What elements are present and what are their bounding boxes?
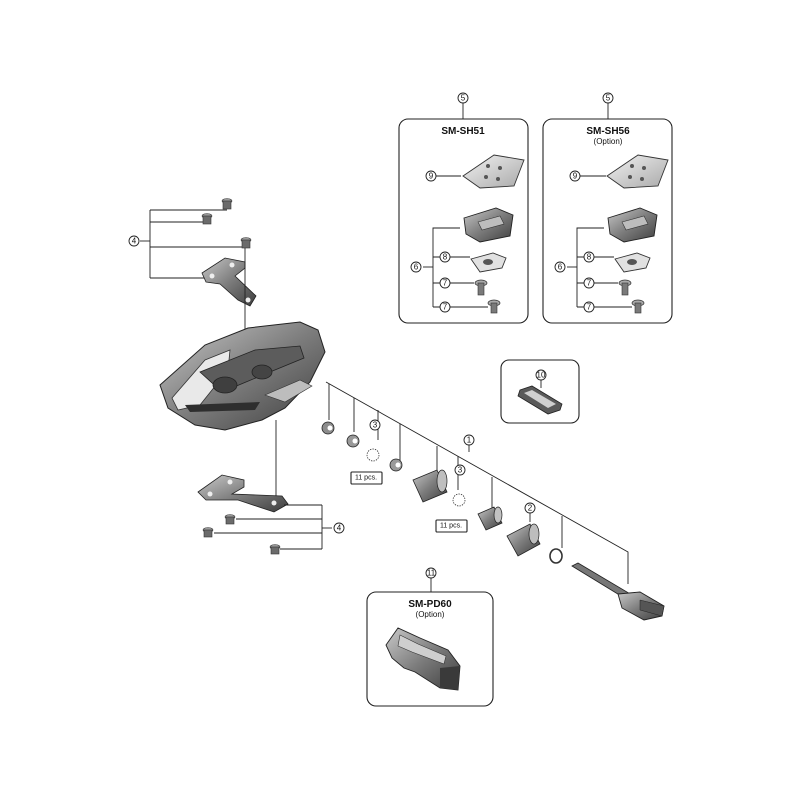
screw-bottom-3 (269, 544, 281, 555)
kit-sh56: 5 SM-SH56 (Option) 9 6 8 7 7 (542, 92, 673, 324)
reflector-hardware-top: 4 (128, 198, 257, 330)
screw-bottom-2 (202, 527, 214, 538)
callout-balls-1-label: 3 (373, 421, 378, 430)
bearing-cone (506, 523, 541, 557)
cleat-bolt-b (487, 299, 501, 314)
callout-hw-top-label: 4 (132, 237, 137, 246)
kit-pd60-title: SM-PD60 (408, 599, 452, 610)
balls-qty-1-frame (350, 471, 383, 485)
callout-kit-sh51-label: 5 (461, 94, 466, 103)
bearing-chain-part (517, 385, 563, 415)
cleat-bolt-a (474, 279, 488, 296)
callout-hw-bottom-label: 4 (337, 524, 342, 533)
callout-hw-top (128, 235, 140, 247)
cleat-plate-2 (606, 154, 669, 189)
cleat-bolt-c (618, 279, 632, 296)
callout-cleat (410, 261, 422, 273)
callout-nut-2-label: 8 (587, 253, 592, 262)
callout-bolt-a (439, 277, 451, 289)
kit-sh56-title: SM-SH56 (586, 126, 630, 137)
pedal-axle (571, 562, 665, 621)
balls-qty-2: 11 pcs. (440, 523, 462, 530)
callout-bolt-b-label: 7 (443, 303, 448, 312)
cleat-plate (462, 154, 525, 189)
screw-top-1 (221, 198, 233, 210)
callout-kit-sh56 (602, 92, 614, 104)
kit-sh51-title: SM-SH51 (441, 126, 485, 137)
callout-bolt-d-label: 7 (587, 303, 592, 312)
pedal-adapter-part (385, 627, 461, 691)
kit-sh56-subtitle: (Option) (594, 137, 623, 146)
callout-plate-2 (569, 170, 581, 182)
axle-washer-3 (389, 458, 403, 472)
callout-plate-label: 9 (429, 172, 434, 181)
kit-pd60-subtitle: (Option) (416, 610, 445, 619)
axle-o-ring (549, 548, 563, 564)
axle-washer-2 (346, 434, 360, 448)
callout-plate (425, 170, 437, 182)
callout-kit-10-label: 10 (537, 371, 546, 380)
screw-top-2 (201, 213, 213, 225)
callout-cone-label: 2 (528, 504, 533, 513)
kit-sh51: 5 SM-SH51 9 6 8 7 (398, 92, 529, 324)
pedal-body (159, 321, 326, 505)
callout-bolt-b (439, 301, 451, 313)
callout-bolt-d (583, 301, 595, 313)
steel-balls-2 (452, 493, 466, 507)
cleat-bolt-d (631, 299, 645, 314)
axle-washer-1 (321, 421, 335, 435)
callout-bolt-a-label: 7 (443, 279, 448, 288)
reflector-bracket-bottom (197, 474, 289, 513)
callout-balls-2-label: 3 (458, 466, 463, 475)
callout-nut (439, 251, 451, 263)
balls-qty-2-frame (435, 519, 468, 533)
callout-kit-sh51 (457, 92, 469, 104)
callout-cleat-label: 6 (414, 263, 419, 272)
reflector-hardware-bottom: 4 (197, 474, 345, 555)
screw-bottom-1 (224, 514, 236, 525)
axle-exploded-view: 1 3 3 2 11 pcs. 11 pcs. (321, 381, 665, 621)
callout-bolt-c-label: 7 (587, 279, 592, 288)
steel-balls-1 (366, 448, 380, 462)
reflector-bracket-top (201, 257, 257, 307)
axle-bushing (477, 506, 503, 531)
screw-top-3 (240, 237, 252, 249)
kit-10: 10 (500, 359, 580, 424)
callout-kit-sh56-label: 5 (606, 94, 611, 103)
axle-sleeve (412, 469, 448, 503)
callout-balls-2 (454, 464, 466, 476)
callout-cleat-2 (554, 261, 566, 273)
callout-hw-bottom (333, 522, 345, 534)
callout-cleat-2-label: 6 (558, 263, 563, 272)
callout-nut-label: 8 (443, 253, 448, 262)
callout-plate-2-label: 9 (573, 172, 578, 181)
callout-kit-pd60-label: 11 (427, 569, 436, 578)
callout-balls-1 (369, 419, 381, 431)
kit-pd60: 11 SM-PD60 (Option) (366, 567, 494, 707)
callout-bolt-c (583, 277, 595, 289)
callout-axle-assembly-label: 1 (467, 436, 472, 445)
balls-qty-1: 11 pcs. (355, 475, 377, 482)
callout-nut-2 (583, 251, 595, 263)
